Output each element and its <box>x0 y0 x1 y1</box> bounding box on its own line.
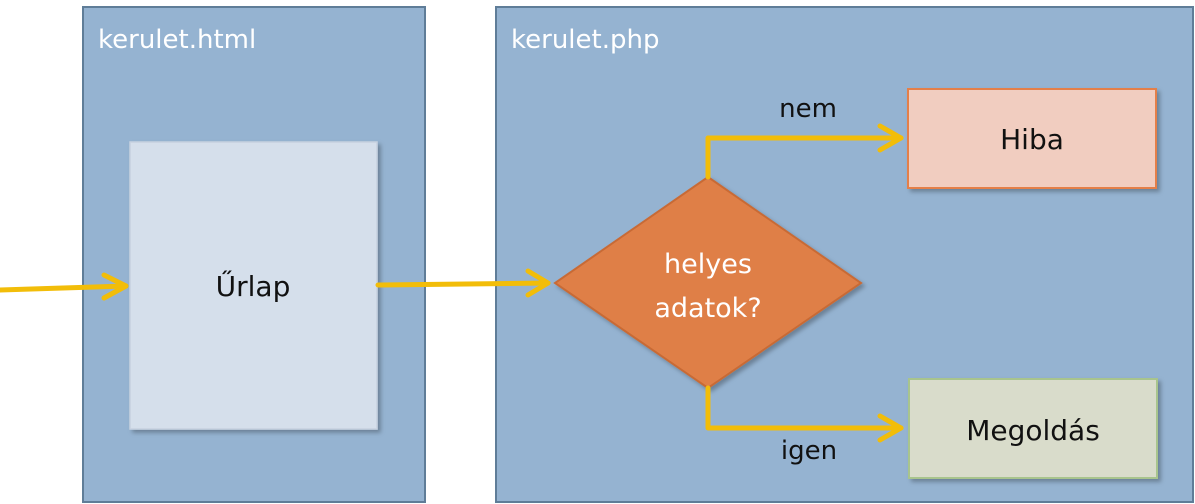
solution-node <box>908 378 1158 479</box>
decision-to-error-arrowhead <box>877 123 904 153</box>
solution-node-label: Megoldás <box>966 414 1100 447</box>
arrow-layer <box>0 123 904 443</box>
decision-node-label-line2: adatok? <box>654 293 761 324</box>
error-node <box>907 88 1157 189</box>
decision-to-error-arrow-line <box>705 135 904 180</box>
form-node <box>129 141 378 430</box>
form-to-decision-arrow-line <box>375 280 551 288</box>
error-node-label: Hiba <box>1000 123 1064 156</box>
kerulet-php-title: kerulet.php <box>511 25 659 55</box>
form-node-label: Űrlap <box>216 269 291 303</box>
no-edge-label: nem <box>779 94 837 124</box>
kerulet-html-title: kerulet.html <box>98 25 256 55</box>
decision-to-solution-arrow-line <box>705 385 904 431</box>
incoming-arrowhead <box>101 272 129 301</box>
decision-node-label-line1: helyes <box>664 249 752 280</box>
incoming-arrow-line <box>0 283 129 293</box>
decision-to-solution-arrowhead <box>877 413 904 443</box>
yes-edge-label: igen <box>781 436 837 466</box>
form-to-decision-arrowhead <box>525 268 551 298</box>
